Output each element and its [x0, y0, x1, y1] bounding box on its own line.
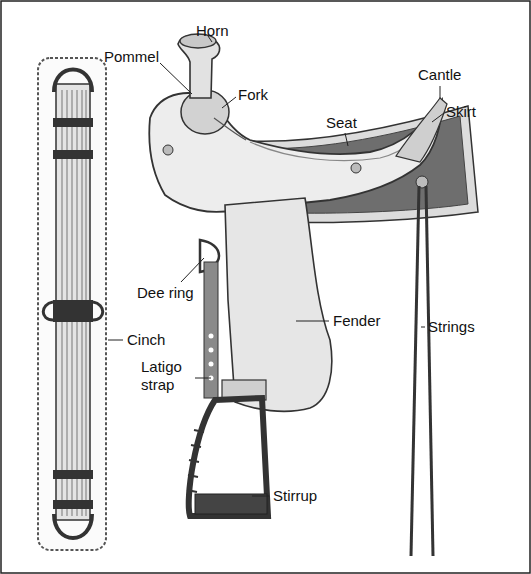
leader-line — [181, 258, 204, 282]
part-label: Cantle — [418, 66, 461, 84]
leader-line — [440, 86, 441, 98]
cinch-drawing — [54, 514, 92, 538]
saddle-drawing — [396, 98, 447, 162]
part-label: Seat — [326, 114, 357, 132]
leader-line — [345, 133, 348, 146]
part-label: Skirt — [446, 103, 476, 121]
leader-line — [160, 63, 192, 94]
leader-line — [108, 340, 123, 341]
saddle-drawing — [209, 348, 214, 353]
saddle-drawing — [225, 198, 332, 411]
cinch-drawing — [38, 58, 106, 550]
saddle-drawing — [195, 494, 267, 514]
part-label: Cinch — [127, 331, 165, 349]
leader-line — [252, 496, 269, 497]
leader-line — [296, 321, 329, 322]
part-label: Stirrup — [273, 487, 317, 505]
cinch-drawing — [54, 70, 92, 93]
cinch-drawing — [93, 302, 103, 320]
leader-line — [421, 327, 425, 328]
leader-line — [432, 113, 444, 122]
leader-line — [195, 378, 211, 379]
saddle-drawing — [351, 163, 361, 173]
saddle-drawing — [426, 186, 433, 556]
part-label: Latigo strap — [141, 358, 193, 394]
saddle-drawing — [187, 430, 204, 492]
saddle-drawing — [411, 186, 419, 556]
cinch-drawing — [53, 470, 93, 479]
saddle-drawing — [163, 145, 173, 155]
saddle-drawing — [149, 34, 478, 556]
part-label: Horn — [196, 22, 229, 40]
part-label: Dee ring — [137, 284, 194, 302]
saddle-drawing — [209, 362, 214, 367]
part-label: Fender — [333, 312, 381, 330]
leader-line — [222, 97, 236, 108]
cinch-drawing — [53, 500, 93, 509]
saddle-drawing — [189, 398, 268, 516]
saddle-drawing — [214, 118, 246, 140]
cinch-drawing — [38, 58, 106, 550]
saddle-drawing — [209, 334, 214, 339]
cinch-drawing — [53, 150, 93, 159]
part-label: Pommel — [104, 48, 159, 66]
part-label: Fork — [238, 86, 268, 104]
cinch-drawing — [43, 302, 53, 320]
cinch-drawing — [53, 118, 93, 127]
leader-line — [108, 36, 444, 496]
cinch-drawing — [53, 300, 93, 322]
part-label: Strings — [428, 318, 475, 336]
